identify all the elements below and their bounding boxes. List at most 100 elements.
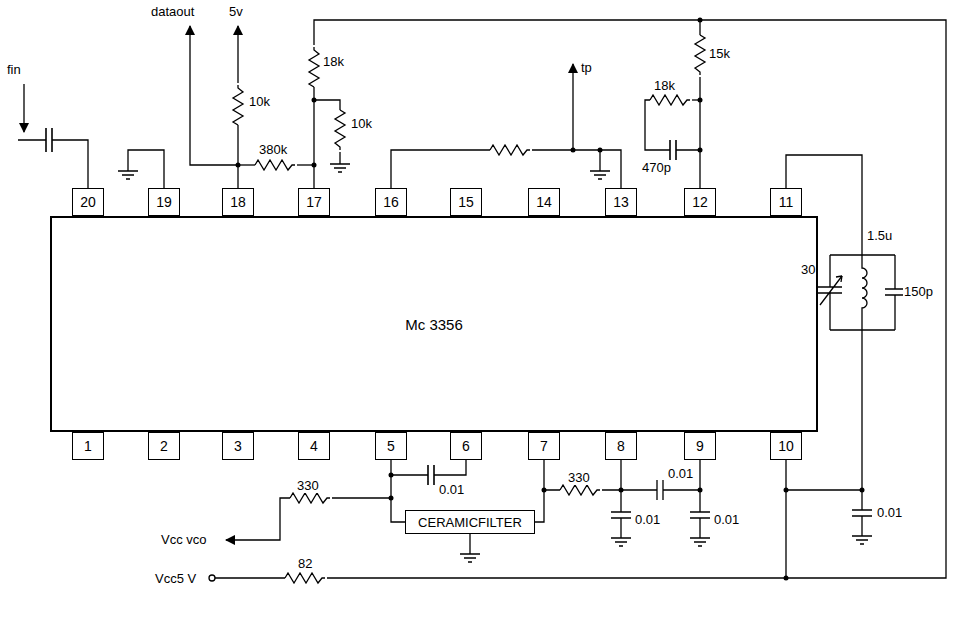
pin-number: 11 bbox=[779, 194, 794, 210]
wire bbox=[226, 498, 290, 540]
wire-connector bbox=[535, 460, 544, 522]
capacitor-symbol bbox=[428, 465, 434, 485]
wire bbox=[786, 155, 895, 330]
pin-box: 2 bbox=[148, 432, 180, 460]
component-label: 10k bbox=[350, 116, 373, 131]
pin-box: 8 bbox=[605, 432, 637, 460]
component-label: tp bbox=[580, 60, 593, 75]
wire bbox=[297, 164, 314, 165]
resistor-symbol bbox=[285, 573, 325, 583]
component-label: 30 bbox=[800, 262, 816, 277]
pin-number: 20 bbox=[80, 194, 96, 210]
capacitor-symbol bbox=[611, 460, 631, 532]
component-label: Vcc vco bbox=[160, 532, 208, 547]
wire bbox=[190, 26, 238, 188]
component-label: fin bbox=[6, 62, 22, 77]
component-label: 15k bbox=[708, 46, 731, 61]
pin-box: 19 bbox=[148, 188, 180, 216]
component-label: 330 bbox=[296, 478, 320, 493]
wire bbox=[18, 140, 88, 188]
pin-box: 13 bbox=[605, 188, 637, 216]
resistor-symbol bbox=[309, 47, 319, 87]
resistor-symbol bbox=[695, 35, 705, 75]
component-label: 150p bbox=[903, 284, 934, 299]
component-label: 0.01 bbox=[876, 505, 903, 520]
ground-symbol bbox=[330, 158, 350, 172]
wire bbox=[645, 100, 700, 150]
pin-number: 18 bbox=[230, 194, 246, 210]
pin-box: 3 bbox=[222, 432, 254, 460]
wire bbox=[237, 26, 238, 83]
pin-number: 12 bbox=[692, 194, 708, 210]
component-label: 0.01 bbox=[713, 512, 740, 527]
ground-symbol bbox=[118, 165, 138, 179]
wire bbox=[238, 164, 255, 165]
capacitor-symbol bbox=[621, 480, 700, 500]
component-label: Vcc5 V bbox=[154, 571, 197, 586]
component-label: 5v bbox=[228, 4, 244, 19]
terminal bbox=[209, 575, 215, 581]
resistor-symbol bbox=[290, 493, 330, 503]
capacitor-symbol bbox=[670, 140, 676, 160]
variable-capacitor-symbol bbox=[836, 276, 842, 282]
capacitor-symbol bbox=[885, 255, 905, 330]
pin-number: 1 bbox=[84, 438, 92, 454]
variable-capacitor-symbol bbox=[818, 255, 842, 330]
pin-box: 6 bbox=[450, 432, 482, 460]
capacitor-symbol bbox=[46, 128, 52, 152]
junction-dots bbox=[236, 18, 865, 581]
resistor-symbol bbox=[560, 485, 600, 495]
pin-number: 4 bbox=[310, 438, 318, 454]
pin-number: 17 bbox=[306, 194, 322, 210]
ground-symbol bbox=[611, 532, 631, 546]
wire bbox=[544, 489, 621, 490]
capacitor-symbol bbox=[852, 330, 872, 530]
pin-box: 11 bbox=[770, 188, 802, 216]
pin-box: 9 bbox=[684, 432, 716, 460]
component-label: dataout bbox=[150, 4, 195, 19]
pin-box: 17 bbox=[298, 188, 330, 216]
pin-number: 5 bbox=[387, 438, 395, 454]
pin-number: 8 bbox=[617, 438, 625, 454]
pin-box: 20 bbox=[72, 188, 104, 216]
pin-box: 14 bbox=[528, 188, 560, 216]
pin-number: 19 bbox=[156, 194, 172, 210]
pin-box: 15 bbox=[450, 188, 482, 216]
component-label: 18k bbox=[322, 54, 345, 69]
pin-box: 5 bbox=[375, 432, 407, 460]
pin-number: 15 bbox=[458, 194, 474, 210]
pin-box: 1 bbox=[72, 432, 104, 460]
component-label: 0.01 bbox=[438, 482, 465, 497]
pin-box: 18 bbox=[222, 188, 254, 216]
component-label: 82 bbox=[297, 556, 313, 571]
pin-box: 12 bbox=[684, 188, 716, 216]
ground-symbol bbox=[690, 532, 710, 546]
resistor-symbol bbox=[335, 110, 345, 150]
wire bbox=[128, 150, 164, 188]
ground-symbol bbox=[852, 530, 872, 544]
pin-number: 16 bbox=[383, 194, 399, 210]
pin-number: 9 bbox=[696, 438, 704, 454]
ceramic-filter: CERAMICFILTER bbox=[405, 510, 535, 534]
pin-box: 7 bbox=[528, 432, 560, 460]
pin-box: 4 bbox=[298, 432, 330, 460]
resistor-symbol bbox=[650, 95, 690, 105]
component-label: 330 bbox=[567, 470, 591, 485]
resistor-symbol bbox=[490, 145, 530, 155]
wire bbox=[332, 497, 391, 498]
pin-box: 16 bbox=[375, 188, 407, 216]
component-label: 0.01 bbox=[634, 512, 661, 527]
pin-number: 3 bbox=[234, 438, 242, 454]
part-name: Mc 3356 bbox=[405, 316, 463, 333]
wire bbox=[469, 534, 470, 548]
wire-connector bbox=[391, 460, 405, 522]
signal-arrow bbox=[23, 84, 24, 132]
inductor-symbol bbox=[862, 255, 867, 330]
resistor-symbol bbox=[255, 160, 295, 170]
pin-number: 13 bbox=[613, 194, 629, 210]
wire bbox=[237, 125, 238, 165]
resistor-symbol bbox=[233, 85, 243, 125]
pin-box: 10 bbox=[770, 432, 802, 460]
pin-number: 7 bbox=[540, 438, 548, 454]
